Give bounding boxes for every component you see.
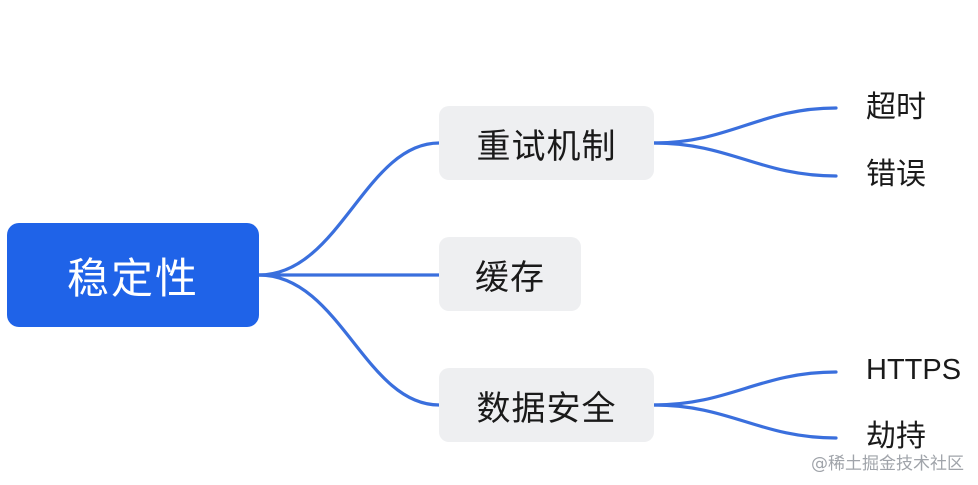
connector-security-hijack — [652, 403, 838, 440]
connector-retry-timeout — [652, 106, 838, 145]
leaf-node-hijack: 劫持 — [866, 419, 926, 454]
connector-root-retry — [257, 141, 441, 277]
connector-root-data-security — [257, 273, 441, 407]
connector-retry-error — [652, 141, 838, 178]
leaf-node-timeout: 超时 — [866, 90, 926, 125]
root-node: 稳定性 — [7, 223, 259, 327]
leaf-node-https: HTTPS — [866, 354, 962, 386]
leaf-node-error: 错误 — [866, 157, 926, 192]
branch-node-data-security: 数据安全 — [439, 368, 654, 442]
branch-node-retry: 重试机制 — [439, 106, 654, 180]
branch-node-label: 缓存 — [475, 257, 545, 298]
root-node-label: 稳定性 — [66, 253, 199, 303]
branch-node-cache: 缓存 — [439, 237, 581, 311]
watermark-text: @稀土掘金技术社区 — [811, 454, 964, 474]
connector-security-https — [652, 370, 838, 407]
branch-node-label: 重试机制 — [476, 126, 617, 167]
branch-node-label: 数据安全 — [476, 388, 617, 429]
